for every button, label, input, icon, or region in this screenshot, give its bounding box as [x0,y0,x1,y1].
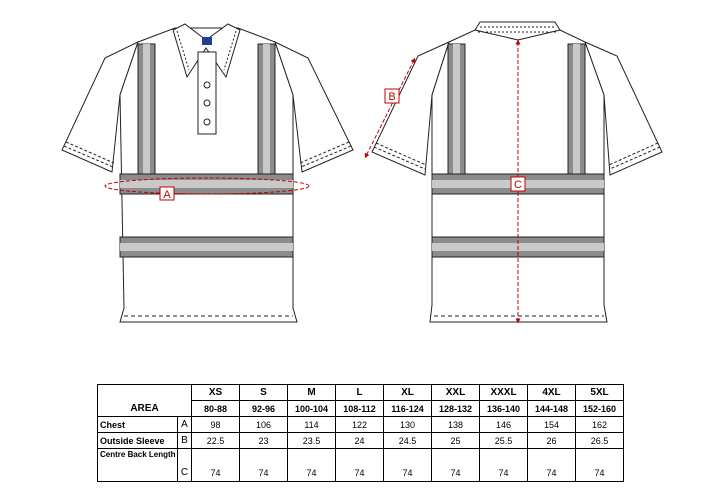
row-label: Chest [97,416,178,433]
table-cell: 162 [575,416,624,433]
front-view [61,23,354,323]
table-cell: 74 [239,448,288,482]
size-range: 108-112 [335,400,384,417]
size-header: XXL [431,384,480,401]
row-code: B [177,432,192,449]
measure-label-b: B [388,91,395,103]
table-cell: 26 [527,432,576,449]
size-header: 4XL [527,384,576,401]
table-cell: 146 [479,416,528,433]
size-chart-table: AREA XS S M L XL XXL XXXL 4XL 5XL 80-88 … [97,384,624,482]
table-cell: 122 [335,416,384,433]
table-cell: 23.5 [287,432,336,449]
measure-sleeve: B [364,57,416,159]
size-header: S [239,384,288,401]
table-row: Centre Back Length C 74 74 74 74 74 74 7… [97,448,624,482]
front-collar [172,23,241,79]
size-range: 80-88 [191,400,240,417]
table-cell: 74 [191,448,240,482]
size-range: 92-96 [239,400,288,417]
size-range: 144-148 [527,400,576,417]
size-header: XL [383,384,432,401]
table-cell: 74 [527,448,576,482]
measure-label-c: C [514,179,522,191]
table-cell: 74 [575,448,624,482]
size-header: XXXL [479,384,528,401]
size-range: 100-104 [287,400,336,417]
table-cell: 74 [287,448,336,482]
garment-diagram: A B C [61,21,663,324]
measure-label-a: A [163,189,171,201]
size-header: L [335,384,384,401]
front-placket [197,51,217,135]
table-cell: 24.5 [383,432,432,449]
table-cell: 138 [431,416,480,433]
table-cell: 154 [527,416,576,433]
size-header-row: AREA XS S M L XL XXL XXXL 4XL 5XL [97,384,624,417]
table-cell: 114 [287,416,336,433]
size-range: 152-160 [575,400,624,417]
back-view [371,21,663,323]
table-cell: 74 [335,448,384,482]
table-cell: 74 [479,448,528,482]
row-code: C [177,448,192,482]
size-header: 5XL [575,384,624,401]
row-code: A [177,416,192,433]
row-label: Outside Sleeve [97,432,178,449]
measure-back-length: C [510,39,526,324]
table-cell: 24 [335,432,384,449]
table-cell: 74 [383,448,432,482]
measure-chest: A [104,177,310,201]
size-range: 136-140 [479,400,528,417]
brand-logo [202,37,212,45]
area-header: AREA [97,384,192,417]
table-cell: 98 [191,416,240,433]
table-cell: 25 [431,432,480,449]
table-cell: 22.5 [191,432,240,449]
table-cell: 106 [239,416,288,433]
size-range: 116-124 [383,400,432,417]
table-cell: 23 [239,432,288,449]
table-cell: 26.5 [575,432,624,449]
table-row: Outside Sleeve B 22.5 23 23.5 24 24.5 25… [97,432,624,449]
row-label: Centre Back Length [97,448,178,482]
table-cell: 130 [383,416,432,433]
size-header: XS [191,384,240,401]
size-range: 128-132 [431,400,480,417]
table-row: Chest A 98 106 114 122 130 138 146 154 1… [97,416,624,433]
table-cell: 25.5 [479,432,528,449]
table-cell: 74 [431,448,480,482]
size-header: M [287,384,336,401]
